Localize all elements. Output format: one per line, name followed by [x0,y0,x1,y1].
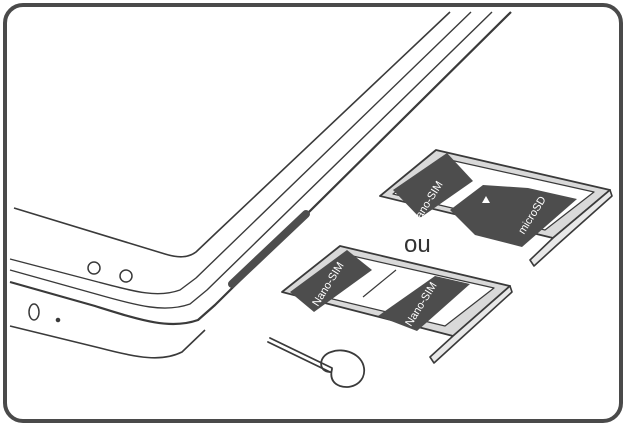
front-button-left [87,261,101,275]
alternative-separator-ou: ou [404,231,431,258]
phone-body-inner-edge [9,11,493,309]
lower-tray: Nano-SIM Nano-SIM [281,245,513,364]
phone-body-outline [9,11,512,326]
phone [9,11,512,359]
phone-glass-rim [9,11,472,295]
phone-screen-edge [13,11,451,258]
lower-tray-divider [362,269,397,298]
microsd-orientation-triangle-icon [482,196,490,203]
upper-nano-sim-card [393,153,473,218]
eject-pin-icon [267,337,365,388]
phone-bottom-edge [9,325,206,359]
phone-side-slot [228,210,310,288]
upper-microsd-card [450,185,577,247]
upper-tray: Nano-SIM microSD [379,149,613,267]
lower-tray-tab [429,285,513,364]
upper-tray-tab [529,189,613,267]
phone-bottom-port [28,303,40,321]
front-button-right [119,269,133,283]
lower-nano-sim-card-1 [290,250,372,312]
lower-nano-sim-card-2 [378,276,470,331]
phone-bottom-mic [55,317,61,323]
